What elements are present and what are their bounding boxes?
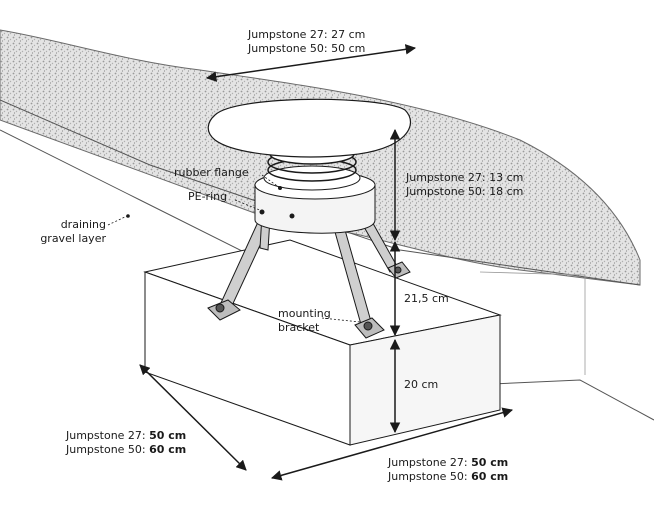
ground-pit-wall (479, 271, 586, 375)
gravel-marker-dot (126, 214, 130, 218)
base-depth-label: Jumpstone 27: 50 cm Jumpstone 50: 60 cm (66, 429, 186, 457)
gravel-label: draining gravel layer (28, 218, 106, 246)
base-depth-line2: Jumpstone 50: 60 cm (66, 443, 186, 457)
spring-height-line1: Jumpstone 27: 13 cm (406, 171, 524, 184)
top-width-line1: Jumpstone 27: 27 cm (248, 28, 366, 41)
base-height-label: 20 cm (404, 378, 439, 391)
base-width-line2-value: 60 cm (471, 470, 509, 483)
top-width-label: Jumpstone 27: 27 cm Jumpstone 50: 50 cm (248, 28, 365, 56)
dim-base-width-arrow (270, 407, 514, 481)
base-width-line1-prefix: Jumpstone 27: (388, 456, 472, 469)
bracket-label: mounting bracket (278, 307, 331, 335)
pe-ring-label: PE-ring (188, 190, 228, 203)
base-depth-line2-prefix: Jumpstone 50: (66, 443, 150, 456)
bracket-label-line2: bracket (278, 321, 320, 334)
base-depth-line1-value: 50 cm (149, 429, 187, 442)
top-width-line2: Jumpstone 50: 50 cm (248, 42, 366, 55)
rubber-flange-label: rubber flange (174, 166, 249, 179)
spring-height-line2: Jumpstone 50: 18 cm (406, 185, 524, 198)
leg-height-label: 21,5 cm (404, 292, 449, 305)
leader-gravel (107, 215, 128, 226)
jump-pad (207, 98, 411, 158)
dim-base-depth-arrow (139, 364, 247, 471)
base-width-label: Jumpstone 27: 50 cm Jumpstone 50: 60 cm (388, 456, 508, 484)
foot-right (354, 317, 385, 339)
base-depth-line1-prefix: Jumpstone 27: (66, 429, 150, 442)
base-depth-line1: Jumpstone 27: 50 cm (66, 429, 186, 443)
gravel-label-line1: draining (60, 218, 106, 231)
base-width-line1-value: 50 cm (471, 456, 509, 469)
dim-top-width-arrow (205, 44, 417, 82)
foot-left (207, 299, 241, 321)
leader-pe-ring (234, 199, 263, 212)
bracket-label-line1: mounting (278, 307, 331, 320)
base-width-line2: Jumpstone 50: 60 cm (388, 470, 508, 484)
base-width-line1: Jumpstone 27: 50 cm (388, 456, 508, 470)
base-width-line2-prefix: Jumpstone 50: (388, 470, 472, 483)
base-depth-line2-value: 60 cm (149, 443, 187, 456)
gravel-label-line2: gravel layer (40, 232, 106, 245)
spring-height-label: Jumpstone 27: 13 cm Jumpstone 50: 18 cm (406, 171, 523, 199)
